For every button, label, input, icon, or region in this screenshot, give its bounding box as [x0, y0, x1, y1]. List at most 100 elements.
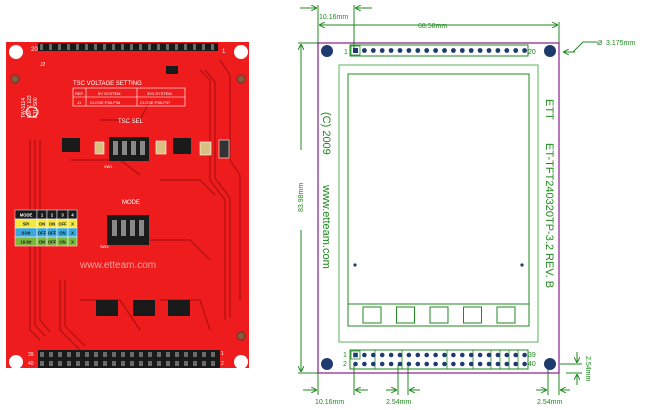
header-pad [477, 48, 483, 53]
header-pin [112, 44, 115, 50]
header-pad [424, 48, 430, 53]
header-pad [460, 361, 465, 367]
hole-bottom-right [544, 358, 556, 370]
header-pin [40, 352, 44, 357]
header-pad [353, 48, 358, 53]
mode-table-cell-text: ON [39, 240, 45, 245]
header-pad [406, 361, 412, 367]
touch-key [396, 306, 415, 324]
photo-website: www.etteam.com [79, 260, 156, 271]
mounting-hole-top-right [234, 45, 248, 59]
header-pin [94, 44, 97, 50]
dim-pitch-right: 2.54mm [537, 399, 562, 406]
header-pin [184, 352, 188, 357]
header-pad [433, 48, 438, 53]
header-pin [67, 352, 71, 357]
label-line-2: IMP 2 123 [27, 95, 33, 118]
hole-top-right [544, 45, 556, 57]
header-pin [85, 44, 88, 50]
header-pad [362, 48, 367, 53]
header-pin [49, 44, 52, 50]
header-pin [112, 361, 116, 366]
header-pin [40, 44, 43, 50]
mode-table-cell-text: OFF [48, 240, 57, 245]
copyright-text: (C) 2009 [320, 112, 332, 155]
mode-table-cell-text: OFF [48, 231, 57, 236]
header-pad [388, 352, 394, 358]
mode-table-cell-text: MODE [20, 213, 33, 218]
mode-table-cell-text: X [71, 231, 74, 236]
header-pad [477, 352, 483, 358]
header-pin [130, 352, 134, 357]
header-pad [370, 48, 376, 53]
header-pad [442, 361, 447, 367]
cap-c2 [199, 141, 212, 156]
header-pad [415, 48, 421, 53]
drawing-website: www.etteam.com [320, 184, 332, 269]
chip-u3 [96, 300, 118, 316]
header-pad [495, 361, 501, 367]
header-pad [486, 48, 492, 53]
mode-table-cell-text: X [71, 222, 74, 227]
header-pin [76, 361, 80, 366]
chip-u8 [166, 66, 178, 74]
bottom-header-row1-first: 1 [343, 352, 347, 359]
bottom-header-outline [349, 349, 529, 370]
header-pin [175, 352, 179, 357]
dim-width: 68.58mm [418, 23, 447, 30]
dim-height: 83.98mm [298, 183, 305, 212]
via-right-bottom [236, 331, 246, 341]
diode-d1 [218, 139, 230, 159]
touch-key [496, 306, 516, 324]
header-pin [103, 352, 107, 357]
header-pin [121, 352, 125, 357]
dim-top-offset: 10.16mm [319, 14, 348, 21]
mounting-hole-bottom-right [234, 355, 248, 369]
bottom-header-row1-last: 39 [528, 352, 536, 359]
header-pin [49, 352, 53, 357]
header-pin [184, 44, 187, 50]
mode-table-cell-text: 8-bit [22, 231, 31, 236]
tsc-header-5v: 5V SYSTEM [98, 91, 120, 96]
header-pin [211, 44, 214, 50]
header-pad [442, 48, 447, 53]
header-pad [353, 352, 358, 358]
header-pad [513, 48, 519, 53]
header-pad [495, 352, 501, 358]
via-left [10, 74, 20, 84]
tsc-row-5v: CLOSE P35-P36 [90, 100, 121, 105]
tsc-voltage-table [72, 87, 186, 107]
header-pad [415, 361, 421, 367]
header-pad [388, 361, 394, 367]
header-j2-pin-left: 20 [31, 47, 38, 53]
mode-table-cell-text: OFF [38, 231, 47, 236]
header-pad [397, 48, 403, 53]
header-pin [94, 352, 98, 357]
touch-key [429, 306, 449, 324]
tsc-header-3v3: 3V3 SYSTEM [147, 91, 172, 96]
header-pin [166, 352, 170, 357]
mode-label: MODE [122, 200, 140, 206]
dim-pitch: 2.54mm [386, 399, 411, 406]
mounting-hole-top-left [9, 45, 23, 59]
mode-table-cell-text: 2 [51, 213, 54, 218]
header-pin [103, 361, 107, 366]
header-pad [451, 361, 456, 367]
header-pad [504, 352, 510, 358]
mode-table-cell-text: 16-bit [20, 240, 32, 245]
header-pin [202, 361, 206, 366]
touch-key [362, 306, 382, 324]
header-pin [193, 352, 197, 357]
mode-table-cell-text: 3 [61, 213, 64, 218]
board-photo: 20 1 J2 TW-5114 IMP 2 123 E314S00 TSC VO… [6, 42, 249, 369]
header-pad [513, 352, 518, 358]
header-pin [112, 352, 116, 357]
header-pad [397, 361, 403, 367]
header-pad [371, 361, 376, 367]
header-pin [49, 361, 53, 366]
header-pin [139, 352, 143, 357]
header-pin [148, 361, 152, 366]
label-line-3: E314S00 [33, 97, 39, 118]
mode-table-cell-text: OFF [58, 222, 67, 227]
top-header-first-pin: 1 [344, 49, 348, 56]
